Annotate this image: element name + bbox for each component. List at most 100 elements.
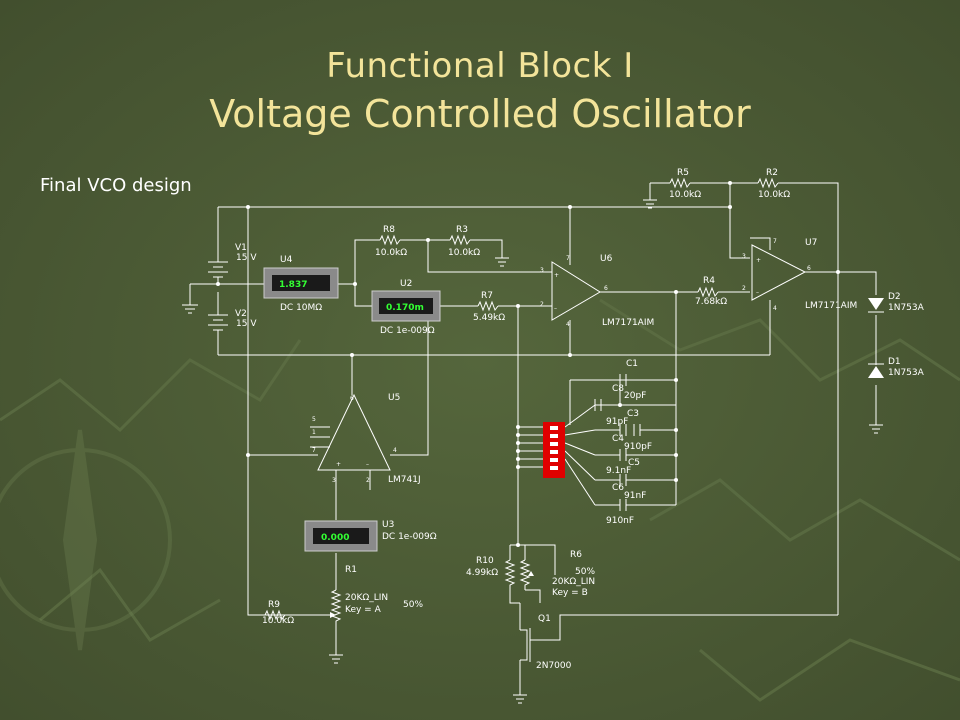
d2-name: D2 <box>888 292 901 302</box>
svg-text:+: + <box>756 257 761 264</box>
diode-d1 <box>868 363 884 378</box>
svg-text:5: 5 <box>312 416 316 423</box>
c3-symbol <box>619 424 641 436</box>
svg-text:3: 3 <box>332 477 336 484</box>
r8-name: R8 <box>383 225 395 235</box>
u3-name: U3 <box>382 520 394 530</box>
u4-name: U4 <box>280 255 293 265</box>
r1-percent: 50% <box>403 600 423 610</box>
svg-text:1.837: 1.837 <box>279 280 307 290</box>
r1-name: R1 <box>345 565 357 575</box>
svg-text:0.170m: 0.170m <box>386 303 424 313</box>
r6-symbol <box>519 559 531 590</box>
svg-text:7: 7 <box>312 447 316 454</box>
r9-symbol <box>264 609 286 621</box>
r2-symbol <box>757 177 779 189</box>
svg-text:+: + <box>336 461 341 468</box>
c5-value: 9.1nF <box>606 466 631 476</box>
r3-value: 10.0kΩ <box>448 248 480 258</box>
c6-name: C6 <box>612 483 624 493</box>
u3-mode: DC 1e-009Ω <box>382 532 437 542</box>
svg-text:6: 6 <box>807 265 811 272</box>
compass-watermark <box>0 429 172 651</box>
svg-text:+: + <box>554 272 559 279</box>
slide-title-line1: Functional Block I <box>326 46 634 86</box>
c3-name: C3 <box>627 409 639 419</box>
v1-name: V1 <box>235 243 247 253</box>
r4-symbol <box>697 286 719 298</box>
c8-symbol <box>594 399 602 411</box>
r3-symbol <box>449 234 471 246</box>
r1-value: 20KΩ_LIN <box>345 593 388 603</box>
r7-symbol <box>477 300 499 312</box>
diode-d2 <box>868 298 884 313</box>
c1-value: 20pF <box>624 391 646 401</box>
c8-name: C8 <box>612 384 624 394</box>
r2-value: 10.0kΩ <box>758 190 790 200</box>
svg-text:4: 4 <box>773 305 777 312</box>
svg-text:4: 4 <box>566 321 570 328</box>
slide-title-line2: Voltage Controlled Oscillator <box>209 92 751 136</box>
r10-name: R10 <box>476 556 494 566</box>
ground-symbols <box>182 199 883 704</box>
svg-text:6: 6 <box>604 285 608 292</box>
meter-u2: 0.170m <box>371 290 441 322</box>
u2-mode: DC 1e-009Ω <box>380 326 435 336</box>
r2-name: R2 <box>766 168 778 178</box>
u6-part: LM7171AIM <box>602 318 654 328</box>
c3-value: 91pF <box>606 417 628 427</box>
component-labels: R5 10.0kΩ R2 10.0kΩ R8 10.0kΩ R3 10.0kΩ … <box>235 168 925 671</box>
c5-name: C5 <box>628 458 640 468</box>
r6-value: 20KΩ_LIN <box>552 577 595 587</box>
v2-value: 15 V <box>236 319 257 329</box>
svg-text:–: – <box>756 289 759 296</box>
u2-name: U2 <box>400 279 412 289</box>
c6-value: 91nF <box>624 491 646 501</box>
r5-value: 10.0kΩ <box>669 190 701 200</box>
d1-part: 1N753A <box>888 368 925 378</box>
r6-name: R6 <box>570 550 582 560</box>
svg-text:2: 2 <box>742 285 746 292</box>
svg-text:–: – <box>554 305 557 312</box>
q1-part: 2N7000 <box>536 661 572 671</box>
u5-part: LM741J <box>388 475 421 485</box>
r6-percent: 50% <box>575 567 595 577</box>
r5-symbol <box>669 177 691 189</box>
pin-labels: 3 2 7 4 6 + – 3 2 7 4 6 + – 6 5 1 7 4 3 … <box>312 238 811 484</box>
opamp-u7 <box>751 244 807 301</box>
r9-value: 10.0kΩ <box>262 616 294 626</box>
battery-v1 <box>208 250 228 284</box>
q1-name: Q1 <box>538 614 551 624</box>
wires <box>189 182 877 695</box>
r7-name: R7 <box>481 291 493 301</box>
capacitor-symbols <box>594 374 641 511</box>
mosfet-q1 <box>520 628 533 662</box>
junction-dots <box>216 181 840 547</box>
opamp-u5 <box>317 393 391 471</box>
r7-value: 5.49kΩ <box>473 313 505 323</box>
battery-v2 <box>208 310 228 335</box>
svg-text:0.000: 0.000 <box>321 533 349 543</box>
dip-switch[interactable] <box>543 422 565 478</box>
slide-subtitle: Final VCO design <box>40 175 192 196</box>
u7-part: LM7171AIM <box>805 301 857 311</box>
r10-value: 4.99kΩ <box>466 568 498 578</box>
svg-text:–: – <box>366 461 369 468</box>
u5-name: U5 <box>388 393 400 403</box>
r4-name: R4 <box>703 276 715 286</box>
c6b-value: 910nF <box>606 516 634 526</box>
u6-name: U6 <box>600 254 613 264</box>
r10-symbol <box>504 559 516 588</box>
r5-name: R5 <box>677 168 689 178</box>
svg-text:7: 7 <box>566 255 570 262</box>
svg-text:3: 3 <box>742 253 746 260</box>
resistor-symbols <box>248 177 779 628</box>
u7-name: U7 <box>805 238 817 248</box>
svg-text:1: 1 <box>312 429 316 436</box>
c4-value: 910pF <box>624 442 652 452</box>
r4-value: 7.68kΩ <box>695 297 727 307</box>
r8-symbol <box>379 234 401 246</box>
svg-text:7: 7 <box>773 238 777 245</box>
